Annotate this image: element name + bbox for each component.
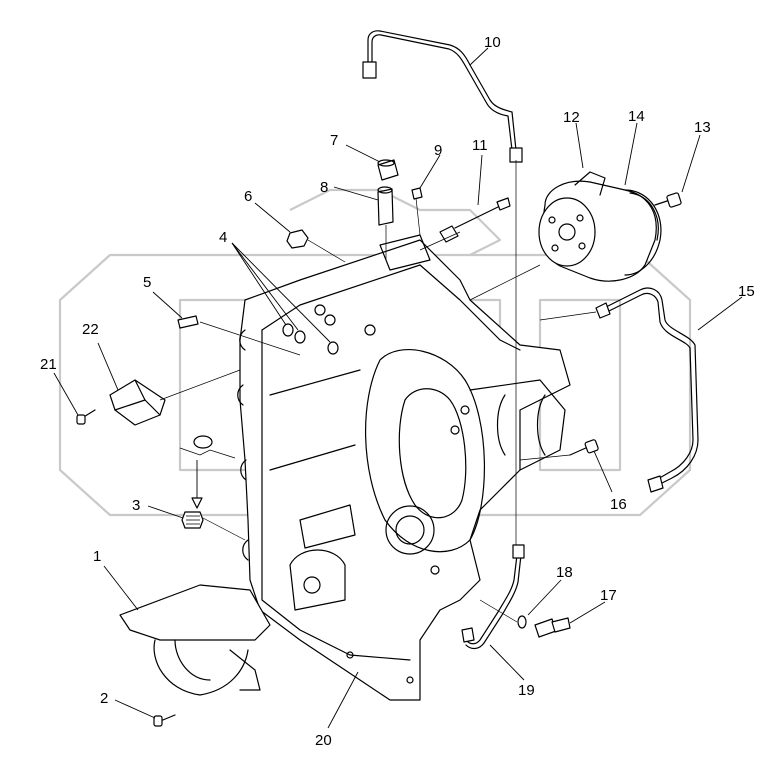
assembly-paths (159, 160, 597, 623)
drain-plug (179, 435, 236, 529)
bolt-21 (76, 409, 96, 425)
pipe-10 (362, 30, 523, 163)
washer-18 (517, 615, 527, 629)
pipe-19 (461, 544, 525, 650)
sensor-17 (534, 617, 571, 638)
callout-labels: 1 2 3 4 5 6 7 8 9 10 11 12 13 14 15 16 1… (40, 34, 755, 749)
pipe-15 (595, 287, 699, 493)
callout-7: 7 (330, 132, 338, 149)
bolt-13 (654, 192, 682, 208)
bolt-16 (569, 439, 599, 456)
callout-10: 10 (484, 34, 501, 51)
callout-16: 16 (610, 496, 627, 513)
leader-lines (53, 47, 743, 729)
callout-22: 22 (82, 321, 99, 338)
callout-1: 1 (93, 548, 101, 565)
callout-3: 3 (132, 497, 140, 514)
callout-15: 15 (738, 283, 755, 300)
callout-14: 14 (628, 108, 645, 125)
cover-plate (119, 584, 271, 696)
callout-21: 21 (40, 356, 57, 373)
cap-7 (377, 159, 399, 181)
sleeve-8 (377, 186, 394, 226)
callout-5: 5 (143, 274, 151, 291)
plug-6 (286, 229, 309, 249)
callout-20: 20 (315, 732, 332, 749)
callout-2: 2 (100, 690, 108, 707)
callout-13: 13 (694, 119, 711, 136)
dowel-pin (177, 315, 199, 329)
callout-12: 12 (563, 109, 580, 126)
callout-18: 18 (556, 564, 573, 581)
o-rings (282, 323, 339, 355)
callout-17: 17 (600, 587, 617, 604)
callout-4: 4 (219, 229, 227, 246)
hydraulic-pump (538, 171, 662, 282)
callout-9: 9 (434, 142, 442, 159)
callout-11: 11 (472, 137, 488, 154)
bolt-2 (153, 714, 176, 727)
callout-6: 6 (244, 188, 252, 205)
callout-19: 19 (518, 682, 535, 699)
transmission-housing (237, 234, 571, 701)
sensor-11 (439, 197, 511, 243)
bracket-22 (109, 379, 166, 426)
callout-8: 8 (320, 179, 328, 196)
fitting-9 (411, 187, 423, 200)
